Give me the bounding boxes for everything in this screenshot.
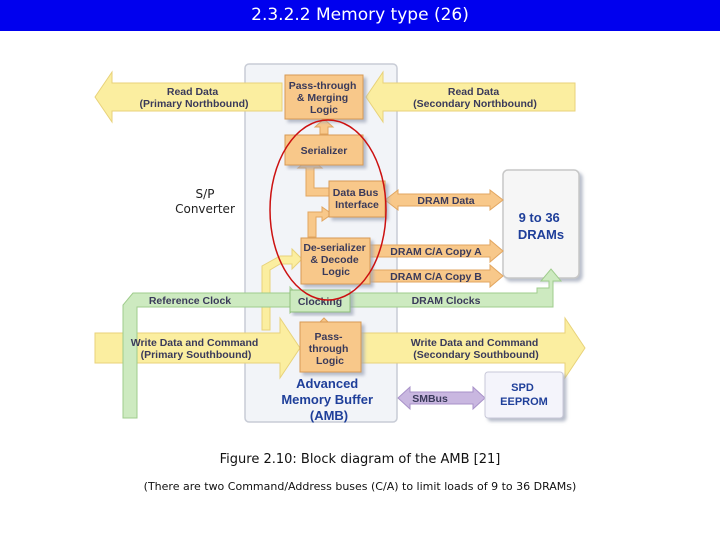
drams-box: [502, 169, 580, 279]
reference-clock-label: Reference Clock: [149, 295, 231, 307]
deserializer-block: [300, 237, 371, 285]
read-secondary-arrow: [365, 70, 576, 124]
dram-ca-a-arrow: [369, 238, 504, 264]
read-primary-arrow: [94, 70, 283, 124]
amb-label: Advanced Memory Buffer (AMB): [281, 376, 376, 423]
spd-eeprom-block: [484, 371, 564, 419]
figure-caption: Figure 2.10: Block diagram of the AMB [2…: [219, 452, 501, 467]
smbus-label: SMBus: [412, 393, 448, 405]
slide-title: 2.3.2.2 Memory type (26): [0, 0, 720, 31]
dram-clocks-arrow: [349, 268, 563, 308]
pass-through-block: [299, 321, 362, 373]
deserializer-to-databus-arrow: [307, 206, 333, 238]
dram-ca-b-arrow: [369, 263, 504, 289]
figure-note: (There are two Command/Address buses (C/…: [143, 480, 577, 493]
read-primary-label: Read Data (Primary Northbound): [139, 86, 248, 110]
write-secondary-label: Write Data and Command (Secondary Southb…: [411, 337, 542, 361]
pass-merge-label: Pass-through & Merging Logic: [289, 80, 360, 116]
deserializer-label: De-serializer & Decode Logic: [303, 242, 368, 278]
sp-converter-highlight: [269, 119, 387, 301]
write-secondary-arrow: [334, 316, 586, 380]
clocking-label: Clocking: [298, 296, 342, 308]
dram-data-label: DRAM Data: [417, 195, 474, 207]
pass-merge-block: [284, 74, 364, 120]
dram-ca-b-label: DRAM C/A Copy B: [390, 271, 482, 283]
write-primary-label: Write Data and Command (Primary Southbou…: [131, 337, 262, 361]
dram-clocks-label: DRAM Clocks: [412, 295, 481, 307]
dram-data-arrow: [384, 188, 504, 212]
to-deserializer-arrow: [261, 247, 303, 331]
serializer-label: Serializer: [301, 145, 348, 157]
pass-through-label: Pass- through Logic: [309, 331, 352, 367]
spd-eeprom-label: SPD EEPROM: [500, 382, 548, 408]
dram-ca-a-label: DRAM C/A Copy A: [390, 246, 482, 258]
amb-block-diagram: Read Data (Primary Northbound) Read Data…: [94, 63, 586, 423]
drams-label: 9 to 36 DRAMs: [518, 210, 564, 242]
serializer-block: [284, 134, 364, 166]
clocking-block: [289, 289, 351, 313]
read-secondary-label: Read Data (Secondary Northbound): [413, 86, 537, 110]
data-bus-label: Data Bus Interface: [333, 187, 381, 211]
